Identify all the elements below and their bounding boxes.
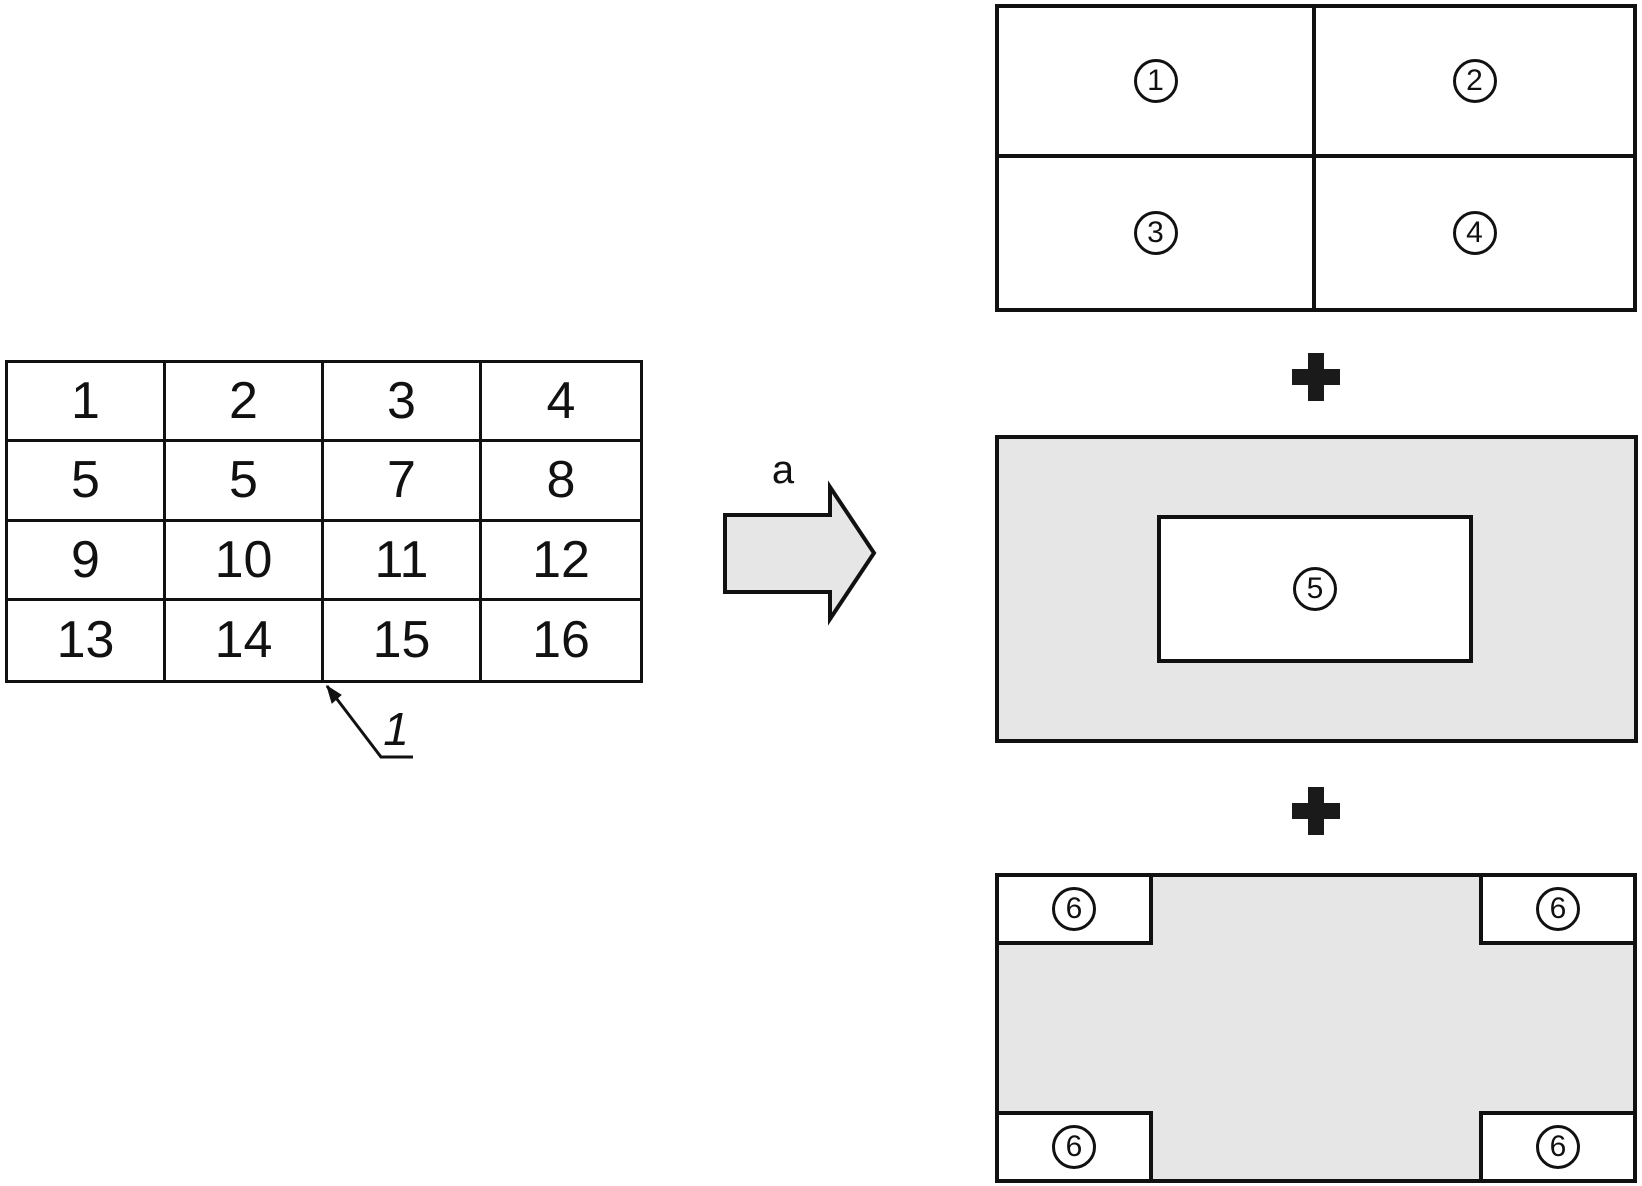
table-cell: 5 [8,442,166,522]
circled-number: 2 [1452,59,1497,103]
arrow-label: a [771,448,795,492]
plus-icon [1292,353,1340,401]
table-cell: 16 [532,611,590,670]
plate-inner-box: 5 [1157,515,1473,663]
plate-figure: 5 [995,435,1638,743]
circled-number: 6 [1536,887,1580,931]
table-cell: 7 [324,442,482,522]
table-cell: 9 [8,521,166,601]
table-cell: 11 [324,521,482,601]
corner-box: 6 [995,1111,1153,1183]
table-cell: 3 [324,363,482,443]
plus-icon [1292,787,1340,835]
circled-number: 4 [1452,211,1497,255]
quadrant-cell: 3 [999,158,1316,308]
table-cell: 4 [482,363,640,443]
corner-box: 6 [1479,1111,1637,1183]
table-cell: 5 [166,442,324,522]
matrix-table: 1 2 3 4 5 5 7 8 9 10 11 12 13 14 15 16 [5,360,643,683]
circled-number: 1 [1133,59,1178,103]
circled-number: 6 [1052,1125,1096,1169]
table-cell: 13 [8,600,166,680]
transform-arrow [723,480,877,626]
corner-box: 6 [995,873,1153,945]
table-cell: 2 [166,363,324,443]
callout-label: 1 [383,703,409,755]
quadrant-cell: 4 [1316,158,1633,308]
table-cell: 14 [166,600,324,680]
circled-number: 6 [1536,1125,1580,1169]
corner-box: 6 [1479,873,1637,945]
circled-number: 6 [1052,887,1096,931]
corner-boxes-figure: 6 6 6 6 [995,873,1637,1183]
quadrant-figure: 1 2 3 4 [995,4,1637,312]
table-cell: 15 [324,600,482,680]
circled-number: 5 [1293,567,1337,611]
quadrant-cell: 2 [1316,8,1633,158]
table-cell: 1 [8,363,166,443]
table-cell: 8 [482,442,640,522]
quadrant-cell: 1 [999,8,1316,158]
table-cell: 10 [166,521,324,601]
table-cell: 12 [482,522,640,601]
circled-number: 3 [1133,211,1178,255]
